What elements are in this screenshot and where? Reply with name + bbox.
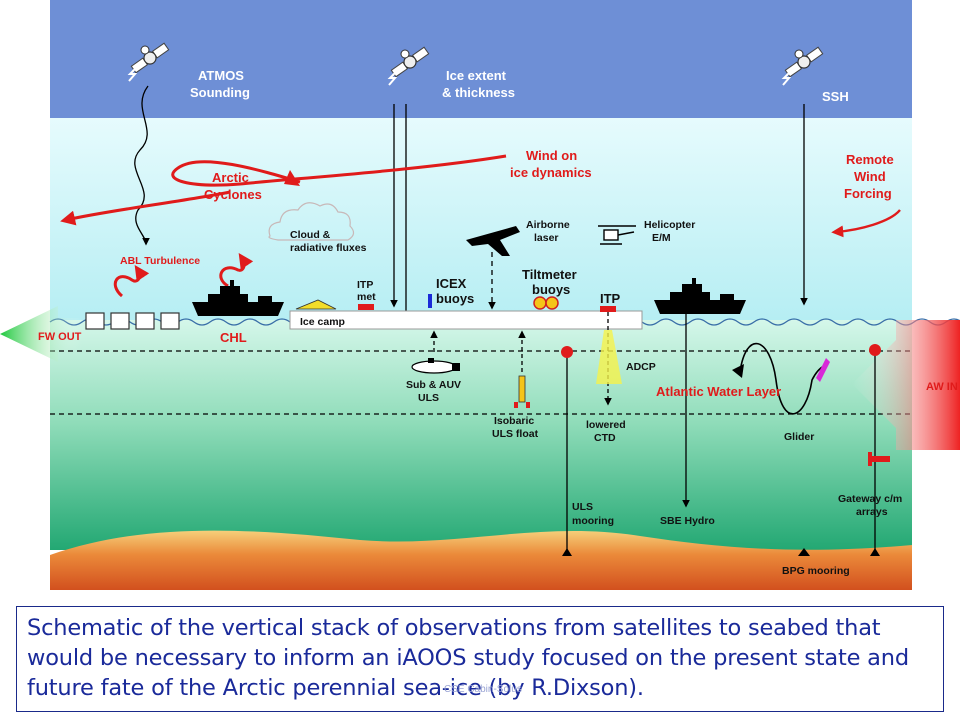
ice-extent-label-1: Ice extent (446, 68, 507, 83)
ice-camp-label: Ice camp (300, 316, 345, 328)
abl-arrow-2 (219, 253, 254, 288)
atlantic-layer-label: Atlantic Water Layer (656, 384, 781, 399)
aw-in-arrow (852, 320, 960, 450)
abl-label: ABL Turbulence (120, 255, 200, 267)
airborne-label-2: laser (534, 232, 559, 244)
ocean-band (50, 320, 912, 550)
ice-extent-label-2: & thickness (442, 85, 515, 100)
uls-mooring-label-1: ULS (572, 501, 593, 513)
remote-label-2: Wind (854, 169, 886, 184)
wind-out-arrow (60, 190, 231, 226)
itp-marker (600, 306, 616, 312)
itp-met-label-2: met (357, 291, 376, 303)
gateway-float (869, 344, 881, 356)
cloud-label-1: Cloud & (290, 229, 331, 241)
submarine-icon (411, 358, 460, 374)
icex-label-2: buoys (436, 291, 474, 306)
gateway-label-1: Gateway c/m (838, 493, 902, 505)
ice-camp-tent (295, 299, 337, 310)
caption-box: Schematic of the vertical stack of obser… (16, 606, 944, 712)
uls-mooring-label-2: mooring (572, 515, 614, 527)
helicopter-label-1: Helicopter (644, 219, 695, 231)
uls-mooring-float (561, 346, 573, 358)
bpg-label: BPG mooring (782, 565, 850, 577)
watermark: CSE Cabin-Solus (444, 684, 522, 695)
cyclones-label-1: Arctic (212, 170, 249, 185)
itp-met-label-1: ITP (357, 279, 373, 291)
caption-text: Schematic of the vertical stack of obser… (27, 615, 909, 701)
airplane-icon (466, 226, 520, 256)
arctic-observation-diagram: ATMOS Sounding Ice extent & thickness SS… (0, 0, 960, 590)
isobaric-float-icon (514, 375, 530, 408)
abl-arrow-1 (113, 265, 150, 298)
cyclone-arrow (171, 154, 507, 187)
isobaric-label-1: Isobaric (494, 415, 534, 427)
sub-label-1: Sub & AUV (406, 379, 461, 391)
adcp-label: ADCP (626, 361, 656, 373)
sky-band (50, 0, 912, 118)
helicopter-icon (598, 225, 636, 245)
atmos-label-1: ATMOS (198, 68, 244, 83)
glider-label: Glider (784, 431, 814, 443)
tiltmeter-buoy (533, 296, 547, 310)
glider-path (739, 342, 825, 415)
cyclones-label-2: Cyclones (204, 187, 262, 202)
ctd-label-2: CTD (594, 432, 616, 444)
icex-buoy-marker (428, 294, 432, 308)
chl-label: CHL (220, 330, 247, 345)
bpg-mooring-icon (798, 548, 810, 556)
sbe-hydro-label: SBE Hydro (660, 515, 715, 527)
remote-wind-arrow (831, 209, 901, 238)
atmos-label-2: Sounding (190, 85, 250, 100)
tiltmeter-label-1: Tiltmeter (522, 267, 577, 282)
remote-label-1: Remote (846, 152, 894, 167)
fw-out-label: FW OUT (38, 331, 82, 343)
icex-label-1: ICEX (436, 276, 467, 291)
sub-label-2: ULS (418, 392, 439, 404)
cloud-icon (268, 202, 355, 241)
adcp-beam (596, 330, 622, 384)
isobaric-label-2: ULS float (492, 428, 539, 440)
gateway-label-2: arrays (856, 506, 888, 518)
wind-label-1: Wind on (526, 148, 577, 163)
tiltmeter-label-2: buoys (532, 282, 570, 297)
glider-icon (816, 358, 830, 382)
air-band (50, 118, 912, 320)
itp-label: ITP (600, 291, 621, 306)
tiltmeter-buoy (545, 296, 559, 310)
helicopter-label-2: E/M (652, 232, 671, 244)
ssh-label: SSH (822, 89, 849, 104)
ice-floe (289, 310, 643, 330)
aw-in-label: AW IN (926, 381, 958, 393)
itp-met-marker (358, 304, 374, 310)
ctd-label-1: lowered (586, 419, 626, 431)
wind-label-2: ice dynamics (510, 165, 592, 180)
airborne-label-1: Airborne (526, 219, 570, 231)
remote-label-3: Forcing (844, 186, 892, 201)
seabed (50, 530, 912, 590)
cloud-label-2: radiative fluxes (290, 242, 367, 254)
fw-out-arrow (0, 306, 82, 362)
